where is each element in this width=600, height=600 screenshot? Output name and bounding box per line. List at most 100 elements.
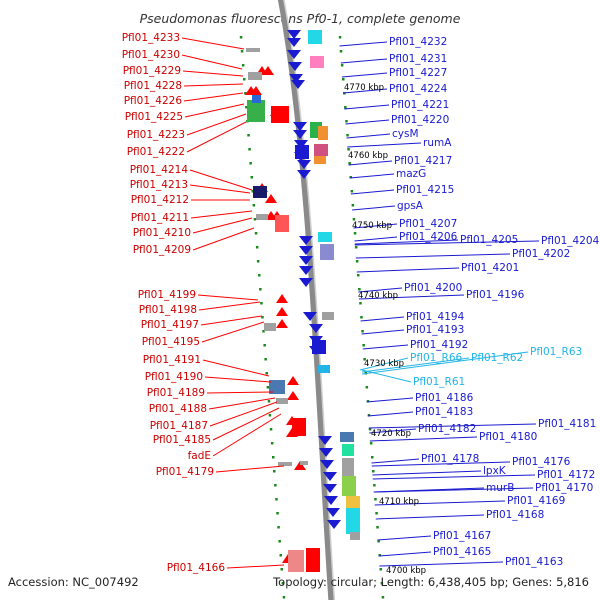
gene-label[interactable]: Pfl01_4221 <box>391 99 449 111</box>
gene-block <box>247 100 265 122</box>
gene-label[interactable]: Pfl01_4206 <box>399 231 458 243</box>
gene-label[interactable]: Pfl01_4183 <box>415 406 473 418</box>
gene-label[interactable]: Pfl01_4195 <box>142 336 200 348</box>
gene-arrow-reverse <box>299 266 313 275</box>
gene-label[interactable]: Pfl01_4220 <box>391 114 449 126</box>
gene-label[interactable]: Pfl01_4213 <box>130 179 188 191</box>
gene-label[interactable]: Pfl01_4180 <box>479 431 537 443</box>
gene-label[interactable]: Pfl01_4198 <box>139 304 197 316</box>
position-scale: 4770 kbp 4760 kbp 4750 kbp 4740 kbp 4730… <box>344 83 426 576</box>
gene-label[interactable]: cysM <box>392 128 419 140</box>
gene-label[interactable]: Pfl01_4170 <box>535 482 593 494</box>
gene-label[interactable]: Pfl01_4192 <box>410 339 468 351</box>
gene-label[interactable]: Pfl01_4197 <box>141 319 199 331</box>
gene-block <box>320 244 334 260</box>
leader-line <box>184 103 245 118</box>
gene-label[interactable]: Pfl01_4189 <box>147 387 205 399</box>
tick-mark <box>378 554 381 557</box>
gene-label[interactable]: Pfl01_4193 <box>406 324 464 336</box>
tick-mark <box>355 260 359 263</box>
gene-label[interactable]: Pfl01_4190 <box>145 371 203 383</box>
leader-line <box>374 500 506 506</box>
gene-label[interactable]: Pfl01_4187 <box>150 420 208 432</box>
gene-label[interactable]: rumA <box>423 137 452 149</box>
rna-label[interactable]: Pfl01_R66 <box>410 352 463 364</box>
tick-mark <box>342 78 345 81</box>
gene-label[interactable]: mazG <box>396 168 426 180</box>
gene-label[interactable]: Pfl01_4185 <box>153 434 211 446</box>
gene-label[interactable]: Pfl01_4223 <box>127 129 185 141</box>
gene-label[interactable]: Pfl01_4209 <box>133 244 191 256</box>
gene-label[interactable]: Pfl01_4231 <box>389 53 447 65</box>
gene-label[interactable]: Pfl01_4232 <box>389 36 447 48</box>
gene-label[interactable]: Pfl01_4207 <box>399 218 457 230</box>
rna-label[interactable]: Pfl01_R63 <box>530 346 582 358</box>
gene-label[interactable]: Pfl01_4188 <box>149 403 207 415</box>
tick-mark <box>369 442 373 445</box>
gene-arrow-forward <box>265 194 277 203</box>
gene-label[interactable]: Pfl01_4194 <box>406 311 465 323</box>
gene-label[interactable]: Pfl01_4211 <box>131 212 189 224</box>
gene-label[interactable]: Pfl01_4222 <box>127 146 185 158</box>
gene-label[interactable]: Pfl01_4167 <box>433 530 491 542</box>
right-gene-labels: Pfl01_4232 Pfl01_4231 Pfl01_4227 Pfl01_4… <box>389 36 600 568</box>
gene-label[interactable]: Pfl01_4225 <box>125 111 183 123</box>
gene-label[interactable]: Pfl01_4199 <box>138 289 196 301</box>
gene-block <box>256 214 268 220</box>
tick-mark <box>256 260 260 263</box>
accession-text: Accession: NC_007492 <box>8 575 139 589</box>
gene-label[interactable]: Pfl01_4201 <box>461 262 519 274</box>
leader-line <box>345 119 390 125</box>
gene-label[interactable]: Pfl01_4204 <box>541 235 600 247</box>
gene-label[interactable]: Pfl01_4212 <box>131 194 189 206</box>
gene-label[interactable]: Pfl01_4163 <box>505 556 563 568</box>
gene-label[interactable]: gpsA <box>397 200 424 212</box>
gene-label[interactable]: Pfl01_4214 <box>130 164 189 176</box>
gene-arrow-forward <box>276 294 288 303</box>
gene-label[interactable]: Pfl01_4227 <box>389 67 447 79</box>
gene-label[interactable]: Pfl01_4186 <box>415 392 474 404</box>
tick-mark <box>278 540 281 543</box>
gene-label[interactable]: Pfl01_4230 <box>122 49 180 61</box>
gene-label[interactable]: Pfl01_4191 <box>143 354 201 366</box>
tick-mark <box>366 400 370 403</box>
gene-label[interactable]: fadE <box>188 450 211 462</box>
leader-line <box>202 359 270 377</box>
gene-arrow-reverse <box>327 520 341 529</box>
gene-label[interactable]: Pfl01_4200 <box>404 282 462 294</box>
gene-label[interactable]: Pfl01_4181 <box>538 418 596 430</box>
rna-label[interactable]: Pfl01_R62 <box>471 352 523 364</box>
tick-mark <box>263 344 266 347</box>
gene-block <box>350 532 360 540</box>
gene-label[interactable]: Pfl01_4165 <box>433 546 491 558</box>
gene-label[interactable]: Pfl01_4205 <box>460 234 518 246</box>
gene-label[interactable]: Pfl01_4168 <box>486 509 544 521</box>
gene-label[interactable]: Pfl01_4224 <box>389 83 448 95</box>
gene-features <box>245 30 360 572</box>
gene-label[interactable]: Pfl01_4228 <box>124 80 182 92</box>
gene-label[interactable]: lpxK <box>483 465 507 477</box>
gene-label[interactable]: Pfl01_4233 <box>122 32 180 44</box>
gene-label[interactable]: Pfl01_4169 <box>507 495 565 507</box>
rna-label[interactable]: Pfl01_R61 <box>413 376 465 388</box>
gene-arrow-forward <box>276 307 288 316</box>
gene-label[interactable]: Pfl01_4176 <box>512 456 571 468</box>
gene-label[interactable]: Pfl01_4166 <box>167 562 226 574</box>
gene-label[interactable]: Pfl01_4179 <box>156 466 214 478</box>
gene-label[interactable]: Pfl01_4226 <box>124 95 183 107</box>
gene-label[interactable]: Pfl01_4210 <box>133 227 191 239</box>
leader-line <box>360 316 405 322</box>
gene-label[interactable]: Pfl01_4196 <box>466 289 525 301</box>
gene-label[interactable]: Pfl01_4202 <box>512 248 570 260</box>
gene-label[interactable]: Pfl01_4178 <box>421 453 479 465</box>
gene-label[interactable]: Pfl01_4215 <box>396 184 454 196</box>
gene-arrow-reverse <box>291 80 305 89</box>
tick-mark <box>282 596 286 599</box>
gene-label[interactable]: Pfl01_4229 <box>123 65 181 77</box>
gene-label[interactable]: Pfl01_4182 <box>418 423 476 435</box>
gene-label[interactable]: Pfl01_4172 <box>537 469 595 481</box>
gene-label[interactable]: murB <box>486 482 514 494</box>
gene-label[interactable]: Pfl01_4217 <box>394 155 452 167</box>
leader-line <box>355 253 511 259</box>
gene-block <box>346 496 360 510</box>
